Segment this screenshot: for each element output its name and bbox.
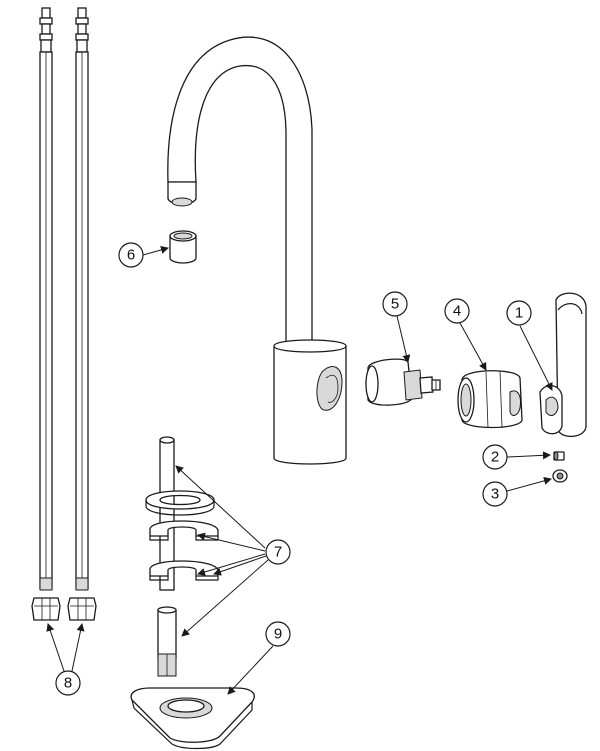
faucet-body [273, 339, 347, 465]
callout-3: 3 [482, 476, 552, 507]
callout-label-6: 6 [127, 247, 135, 264]
callout-label-5: 5 [391, 296, 399, 313]
callout-label-3: 3 [491, 486, 499, 503]
callout-7: 7 [175, 465, 291, 637]
mounting-nut-tube [157, 606, 177, 677]
callout-label-9: 9 [274, 626, 282, 643]
supply-hose-right [67, 7, 97, 621]
lever-handle [539, 292, 587, 437]
callout-label-7: 7 [274, 544, 282, 561]
callout-9: 9 [227, 621, 291, 695]
callout-5: 5 [382, 291, 411, 363]
aerator [169, 230, 197, 264]
callout-label-8: 8 [64, 675, 72, 692]
set-screw [553, 451, 565, 461]
callout-label-4: 4 [453, 303, 461, 320]
callout-label-1: 1 [515, 305, 523, 322]
supply-hose-left [31, 7, 61, 621]
base-plate [130, 687, 255, 750]
cartridge [365, 358, 441, 406]
callout-2: 2 [482, 444, 551, 470]
dome-cover [457, 370, 523, 429]
callout-4: 4 [444, 298, 487, 371]
mounting-washer-top [145, 490, 215, 516]
cap-plug [552, 469, 568, 483]
callout-label-2: 2 [491, 449, 499, 466]
mounting-horseshoe-upper [149, 520, 219, 541]
callout-1: 1 [506, 300, 553, 391]
faucet-spout [167, 36, 313, 346]
callout-6: 6 [118, 242, 169, 268]
callout-8: 8 [46, 623, 85, 696]
